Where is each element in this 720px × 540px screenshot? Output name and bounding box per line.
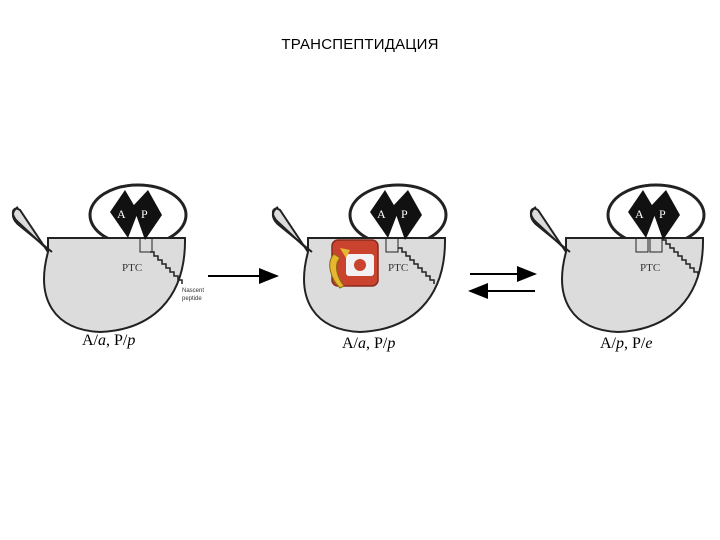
state-label-2: A/a, P/p <box>342 335 395 352</box>
site-p-label: P <box>401 207 408 221</box>
site-p-label: P <box>659 207 666 221</box>
presentation-app-icon <box>329 239 379 289</box>
ribosome-state-1: A P PTC Nascent peptide A/a, P/p <box>12 183 204 349</box>
nascent-peptide-chain <box>662 239 699 276</box>
ptc-label: PTC <box>388 262 408 274</box>
trna-p-site <box>393 190 422 240</box>
site-a-label: A <box>117 207 126 221</box>
state-label-3: A/p, P/e <box>600 335 652 352</box>
site-a-label: A <box>635 207 644 221</box>
nascent-peptide-chain <box>150 251 183 284</box>
trna-p-site <box>133 190 162 240</box>
nascent-peptide-chain <box>398 247 435 284</box>
nascent-label-2: peptide <box>182 296 202 302</box>
site-a-label: A <box>377 207 386 221</box>
ptc-label: PTC <box>640 262 660 274</box>
ribosome-state-2: A P PTC A/a, P/p <box>272 183 448 352</box>
trna-a-site <box>110 190 138 238</box>
ribosome-state-3: A P PTC A/p, P/e <box>530 183 706 352</box>
ptc-label: PTC <box>122 262 142 274</box>
site-p-label: P <box>141 207 148 221</box>
slide-title: ТРАНСПЕПТИДАЦИЯ <box>281 36 439 53</box>
nascent-label-1: Nascent <box>182 288 204 294</box>
trna-a-site <box>628 190 656 238</box>
state-label-1: A/a, P/p <box>82 332 135 349</box>
trna-a-site <box>370 190 398 238</box>
trna-p-site <box>651 190 680 240</box>
